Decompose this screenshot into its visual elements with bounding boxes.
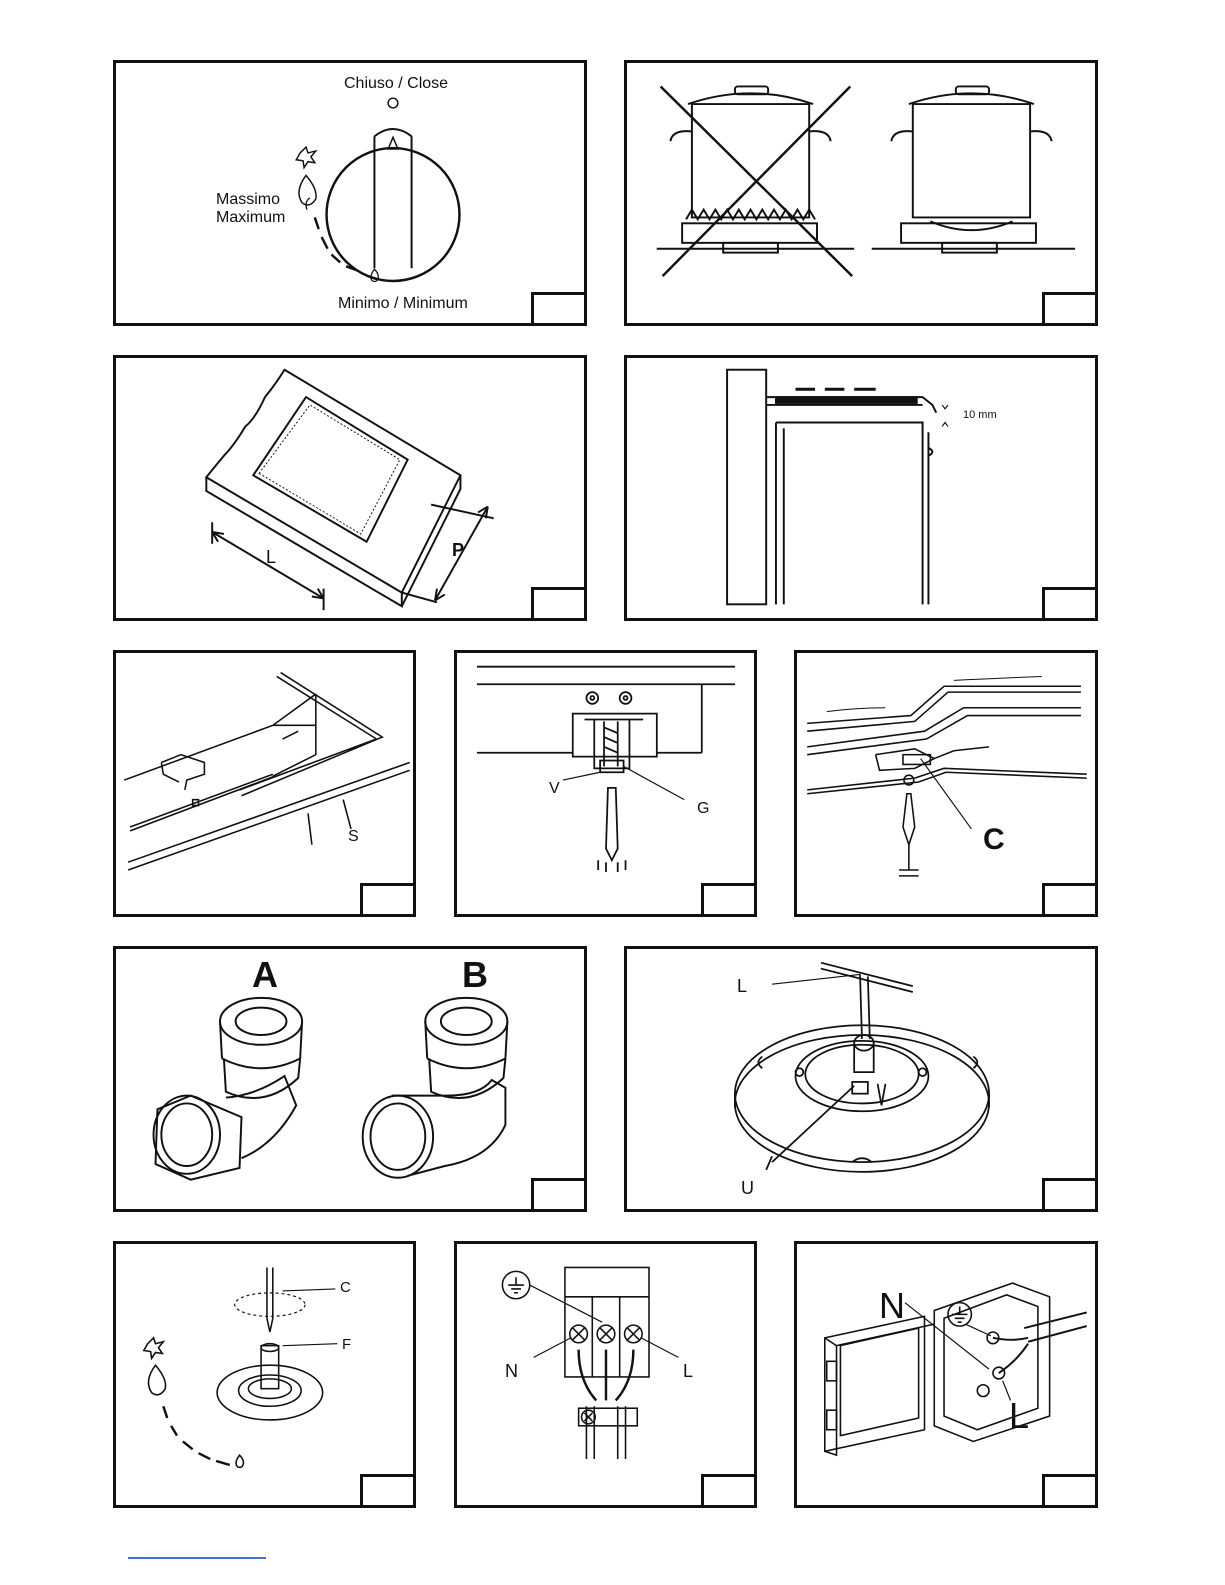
label-neutral-n: N xyxy=(505,1362,518,1380)
label-c: C xyxy=(983,825,1005,855)
connection-drawing xyxy=(797,1244,1095,1505)
clearance-drawing xyxy=(627,358,1095,618)
figure-number-box xyxy=(531,292,587,326)
fittings-drawing xyxy=(116,949,584,1209)
label-close: Chiuso / Close xyxy=(344,76,448,92)
figure-injector-replacement: L U xyxy=(624,946,1098,1212)
figure-number-box xyxy=(1042,1178,1098,1212)
figure-number-box xyxy=(531,587,587,621)
figure-fixing-clamp: V G xyxy=(454,650,757,917)
figure-number-box xyxy=(1042,1474,1098,1508)
label-minimum: Minimo / Minimum xyxy=(338,296,468,312)
figure-number-box xyxy=(1042,883,1098,917)
label-screwdriver-c: C xyxy=(340,1280,351,1295)
figure-pan-placement xyxy=(624,60,1098,326)
figure-gas-fittings: A B xyxy=(113,946,587,1212)
figure-installation-clearance: 10 mm xyxy=(624,355,1098,621)
figure-number-box xyxy=(701,883,757,917)
figure-number-box xyxy=(1042,292,1098,326)
label-depth-p: P xyxy=(452,541,464,559)
label-bypass-f: F xyxy=(342,1337,351,1352)
figure-number-box xyxy=(360,1474,416,1508)
figure-number-box xyxy=(360,883,416,917)
cutout-drawing xyxy=(116,358,584,618)
pan-drawing xyxy=(627,63,1095,323)
label-live-l: L xyxy=(1009,1398,1029,1434)
figure-burner-knob: Chiuso / Close Massimo Maximum Minimo / … xyxy=(113,60,587,326)
label-neutral-n: N xyxy=(879,1288,905,1324)
footer-link-underline xyxy=(128,1557,266,1559)
label-v: V xyxy=(549,781,560,797)
label-g: G xyxy=(697,801,709,817)
gasket-drawing xyxy=(116,653,413,914)
figure-number-box xyxy=(531,1178,587,1212)
label-gap-10mm: 10 mm xyxy=(963,410,997,421)
terminal-drawing xyxy=(457,1244,754,1505)
figure-minimum-adjustment: C F xyxy=(113,1241,416,1508)
figure-number-box xyxy=(701,1474,757,1508)
figure-terminal-block: N L xyxy=(454,1241,757,1508)
label-length-l: L xyxy=(266,548,276,566)
label-maximum-en: Maximum xyxy=(216,210,285,226)
label-live-l: L xyxy=(683,1362,693,1380)
label-s: S xyxy=(348,829,359,845)
figure-connection-box: N L xyxy=(794,1241,1098,1508)
label-b: B xyxy=(462,957,488,993)
adjustment-drawing xyxy=(116,1244,413,1505)
label-maximum-it: Massimo xyxy=(216,192,280,208)
hook-drawing xyxy=(797,653,1095,914)
injector-drawing xyxy=(627,949,1095,1209)
figure-cutout-dimensions: L P xyxy=(113,355,587,621)
clamp-drawing xyxy=(457,653,754,914)
label-key-l: L xyxy=(737,977,747,995)
knob-drawing xyxy=(116,63,584,323)
label-a: A xyxy=(252,957,278,993)
figure-hook-clip: C xyxy=(794,650,1098,917)
label-injector-u: U xyxy=(741,1179,754,1197)
figure-sealing-gasket: S xyxy=(113,650,416,917)
figure-number-box xyxy=(1042,587,1098,621)
